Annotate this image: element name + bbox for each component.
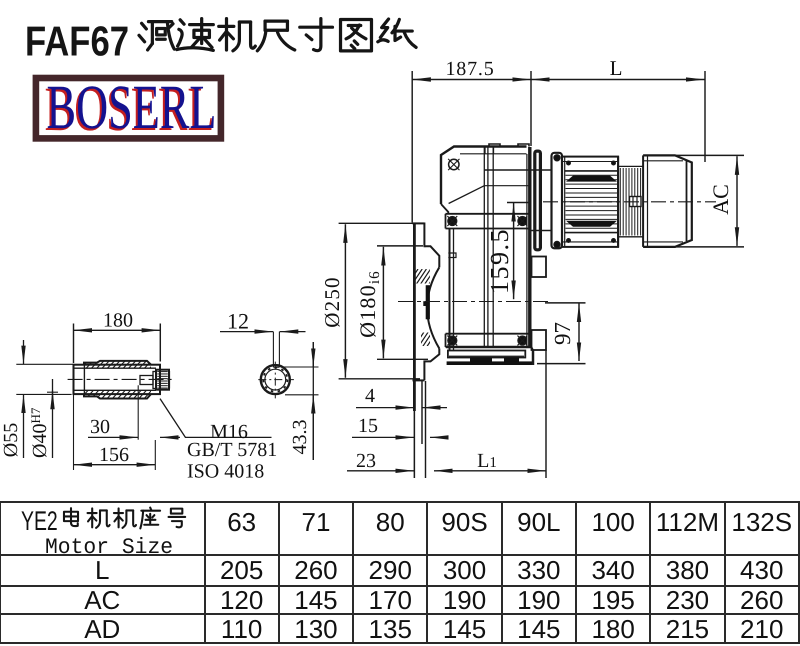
svg-text:ISO 4018: ISO 4018 — [187, 461, 264, 483]
svg-text:187.5: 187.5 — [446, 58, 495, 80]
svg-text:23: 23 — [356, 450, 376, 472]
svg-text:L: L — [610, 56, 623, 80]
svg-text:97: 97 — [550, 322, 575, 345]
svg-text:BOSERL: BOSERL — [45, 74, 215, 144]
svg-text:GB/T 5781: GB/T 5781 — [187, 439, 277, 461]
svg-text:Ø250: Ø250 — [320, 276, 344, 327]
svg-text:L1: L1 — [477, 450, 497, 472]
svg-text:43.3: 43.3 — [289, 420, 311, 455]
svg-text:AC: AC — [708, 184, 733, 215]
svg-text:BOSERL: BOSERL — [47, 72, 217, 142]
svg-text:15: 15 — [358, 415, 378, 437]
svg-text:12: 12 — [227, 309, 249, 334]
svg-text:180: 180 — [103, 310, 133, 332]
svg-text:30: 30 — [90, 416, 110, 438]
svg-text:Ø55: Ø55 — [0, 423, 22, 457]
svg-text:Ø40H7: Ø40H7 — [28, 407, 51, 458]
svg-text:156: 156 — [99, 444, 129, 466]
svg-text:159.5: 159.5 — [485, 228, 514, 294]
svg-text:Ø180i6: Ø180i6 — [355, 270, 383, 338]
svg-text:FAF67: FAF67 — [25, 18, 129, 65]
svg-text:M16: M16 — [210, 421, 248, 443]
svg-text:4: 4 — [365, 385, 375, 407]
